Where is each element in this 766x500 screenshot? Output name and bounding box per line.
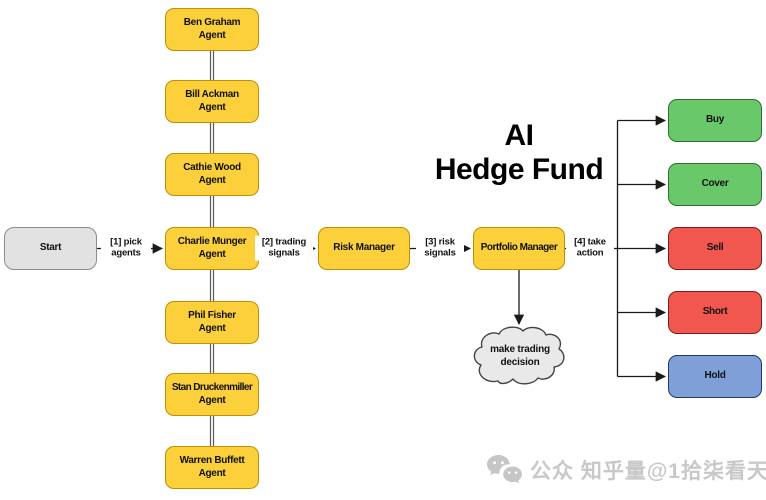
node-bill-ackman-agent: Bill Ackman Agent (165, 80, 259, 123)
node-action-hold: Hold (668, 355, 762, 398)
agent-stack-connector (209, 122, 215, 154)
node-label: Warren Buffett (179, 455, 245, 466)
node-label: Phil Fisher (188, 310, 236, 321)
node-action-buy: Buy (668, 99, 762, 142)
watermark-text: 公众 知乎量@1拾柒看天0 (530, 460, 766, 483)
node-portfolio-manager: Portfolio Manager (473, 227, 565, 270)
node-phil-fisher-agent: Phil Fisher Agent (165, 301, 259, 344)
node-label: Cover (701, 178, 729, 190)
node-ben-graham-agent: Ben Graham Agent (165, 8, 259, 51)
node-label: Agent (198, 29, 226, 41)
node-label: Buy (706, 114, 724, 126)
node-action-cover: Cover (668, 163, 762, 206)
node-start: Start (4, 227, 97, 270)
watermark: 公众 知乎量@1拾柒看天0 (486, 451, 766, 489)
edge-label-risk-signals: [3] risk signals (416, 235, 464, 261)
agent-stack-connector (209, 50, 215, 81)
node-stan-druckenmiller-agent: Stan Druckenmiller Agent (165, 373, 259, 416)
node-label: Portfolio Manager (480, 242, 558, 254)
node-label: Hold (704, 370, 726, 382)
node-label: Agent (198, 394, 226, 406)
agent-stack-connector (209, 195, 215, 228)
node-label: Charlie Munger (177, 236, 247, 247)
node-warren-buffett-agent: Warren Buffett Agent (165, 446, 259, 489)
node-label: Stan Druckenmiller (171, 382, 253, 393)
node-action-short: Short (668, 291, 762, 334)
node-label: Agent (198, 248, 226, 260)
decision-cloud-shape (473, 326, 565, 385)
node-charlie-munger-agent: Charlie Munger Agent (165, 227, 259, 270)
edge-label-take-action: [4] take action (566, 235, 614, 261)
agent-stack-connector (209, 415, 215, 447)
node-cathie-wood-agent: Cathie Wood Agent (165, 153, 259, 196)
decision-cloud-label: make trading decision (490, 344, 550, 368)
edge-label-trading-signals: [2] trading signals (255, 235, 313, 261)
node-label: Agent (198, 322, 226, 334)
edge-label-pick-agents: [1] pick agents (101, 235, 151, 261)
node-label: Sell (706, 242, 724, 254)
diagram-title: AI Hedge Fund (434, 119, 604, 186)
node-action-sell: Sell (668, 227, 762, 270)
agent-stack-connectors (209, 50, 215, 447)
node-label: Agent (198, 174, 226, 186)
node-label: Agent (198, 467, 226, 479)
node-label: Agent (198, 101, 226, 113)
node-label: Cathie Wood (183, 162, 241, 173)
node-label: Ben Graham (183, 17, 241, 28)
node-label: Start (39, 242, 62, 254)
agent-stack-connector (209, 269, 215, 302)
agent-stack-connector (209, 343, 215, 374)
node-label: Short (702, 306, 728, 318)
node-label: Risk Manager (333, 242, 395, 254)
wechat-icon (487, 454, 522, 483)
node-risk-manager: Risk Manager (318, 227, 410, 270)
node-label: Bill Ackman (185, 89, 239, 100)
